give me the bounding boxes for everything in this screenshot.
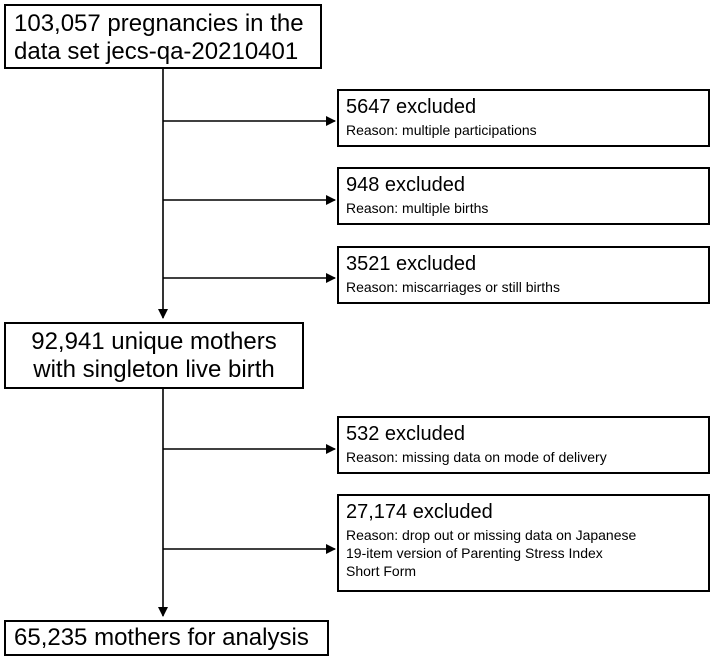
exclusion-reason-5: Reason: drop out or missing data on Japa… xyxy=(346,527,637,579)
exclusion-box-1: 5647 excluded Reason: multiple participa… xyxy=(337,89,710,147)
start-box: 103,057 pregnancies in the data set jecs… xyxy=(4,4,322,69)
exclusion-box-3: 3521 excluded Reason: miscarriages or st… xyxy=(337,246,710,304)
exclusion-count-2: 948 excluded xyxy=(346,174,465,196)
exclusion-box-4: 532 excluded Reason: missing data on mod… xyxy=(337,416,710,474)
start-box-text: 103,057 pregnancies in the data set jecs… xyxy=(14,10,304,65)
end-box-text: 65,235 mothers for analysis xyxy=(14,624,309,651)
exclusion-box-2: 948 excluded Reason: multiple births xyxy=(337,167,710,225)
exclusion-box-5: 27,174 excluded Reason: drop out or miss… xyxy=(337,494,710,592)
exclusion-count-5: 27,174 excluded xyxy=(346,501,493,523)
end-box: 65,235 mothers for analysis xyxy=(4,620,329,656)
exclusion-reason-4: Reason: missing data on mode of delivery xyxy=(346,449,607,465)
exclusion-count-1: 5647 excluded xyxy=(346,96,477,118)
exclusion-count-4: 532 excluded xyxy=(346,423,465,445)
exclusion-reason-1: Reason: multiple participations xyxy=(346,122,537,138)
middle-box-text: 92,941 unique mothers with singleton liv… xyxy=(31,328,277,383)
middle-box: 92,941 unique mothers with singleton liv… xyxy=(4,322,304,389)
exclusion-reason-3: Reason: miscarriages or still births xyxy=(346,279,560,295)
exclusion-reason-2: Reason: multiple births xyxy=(346,200,489,216)
exclusion-count-3: 3521 excluded xyxy=(346,253,477,275)
